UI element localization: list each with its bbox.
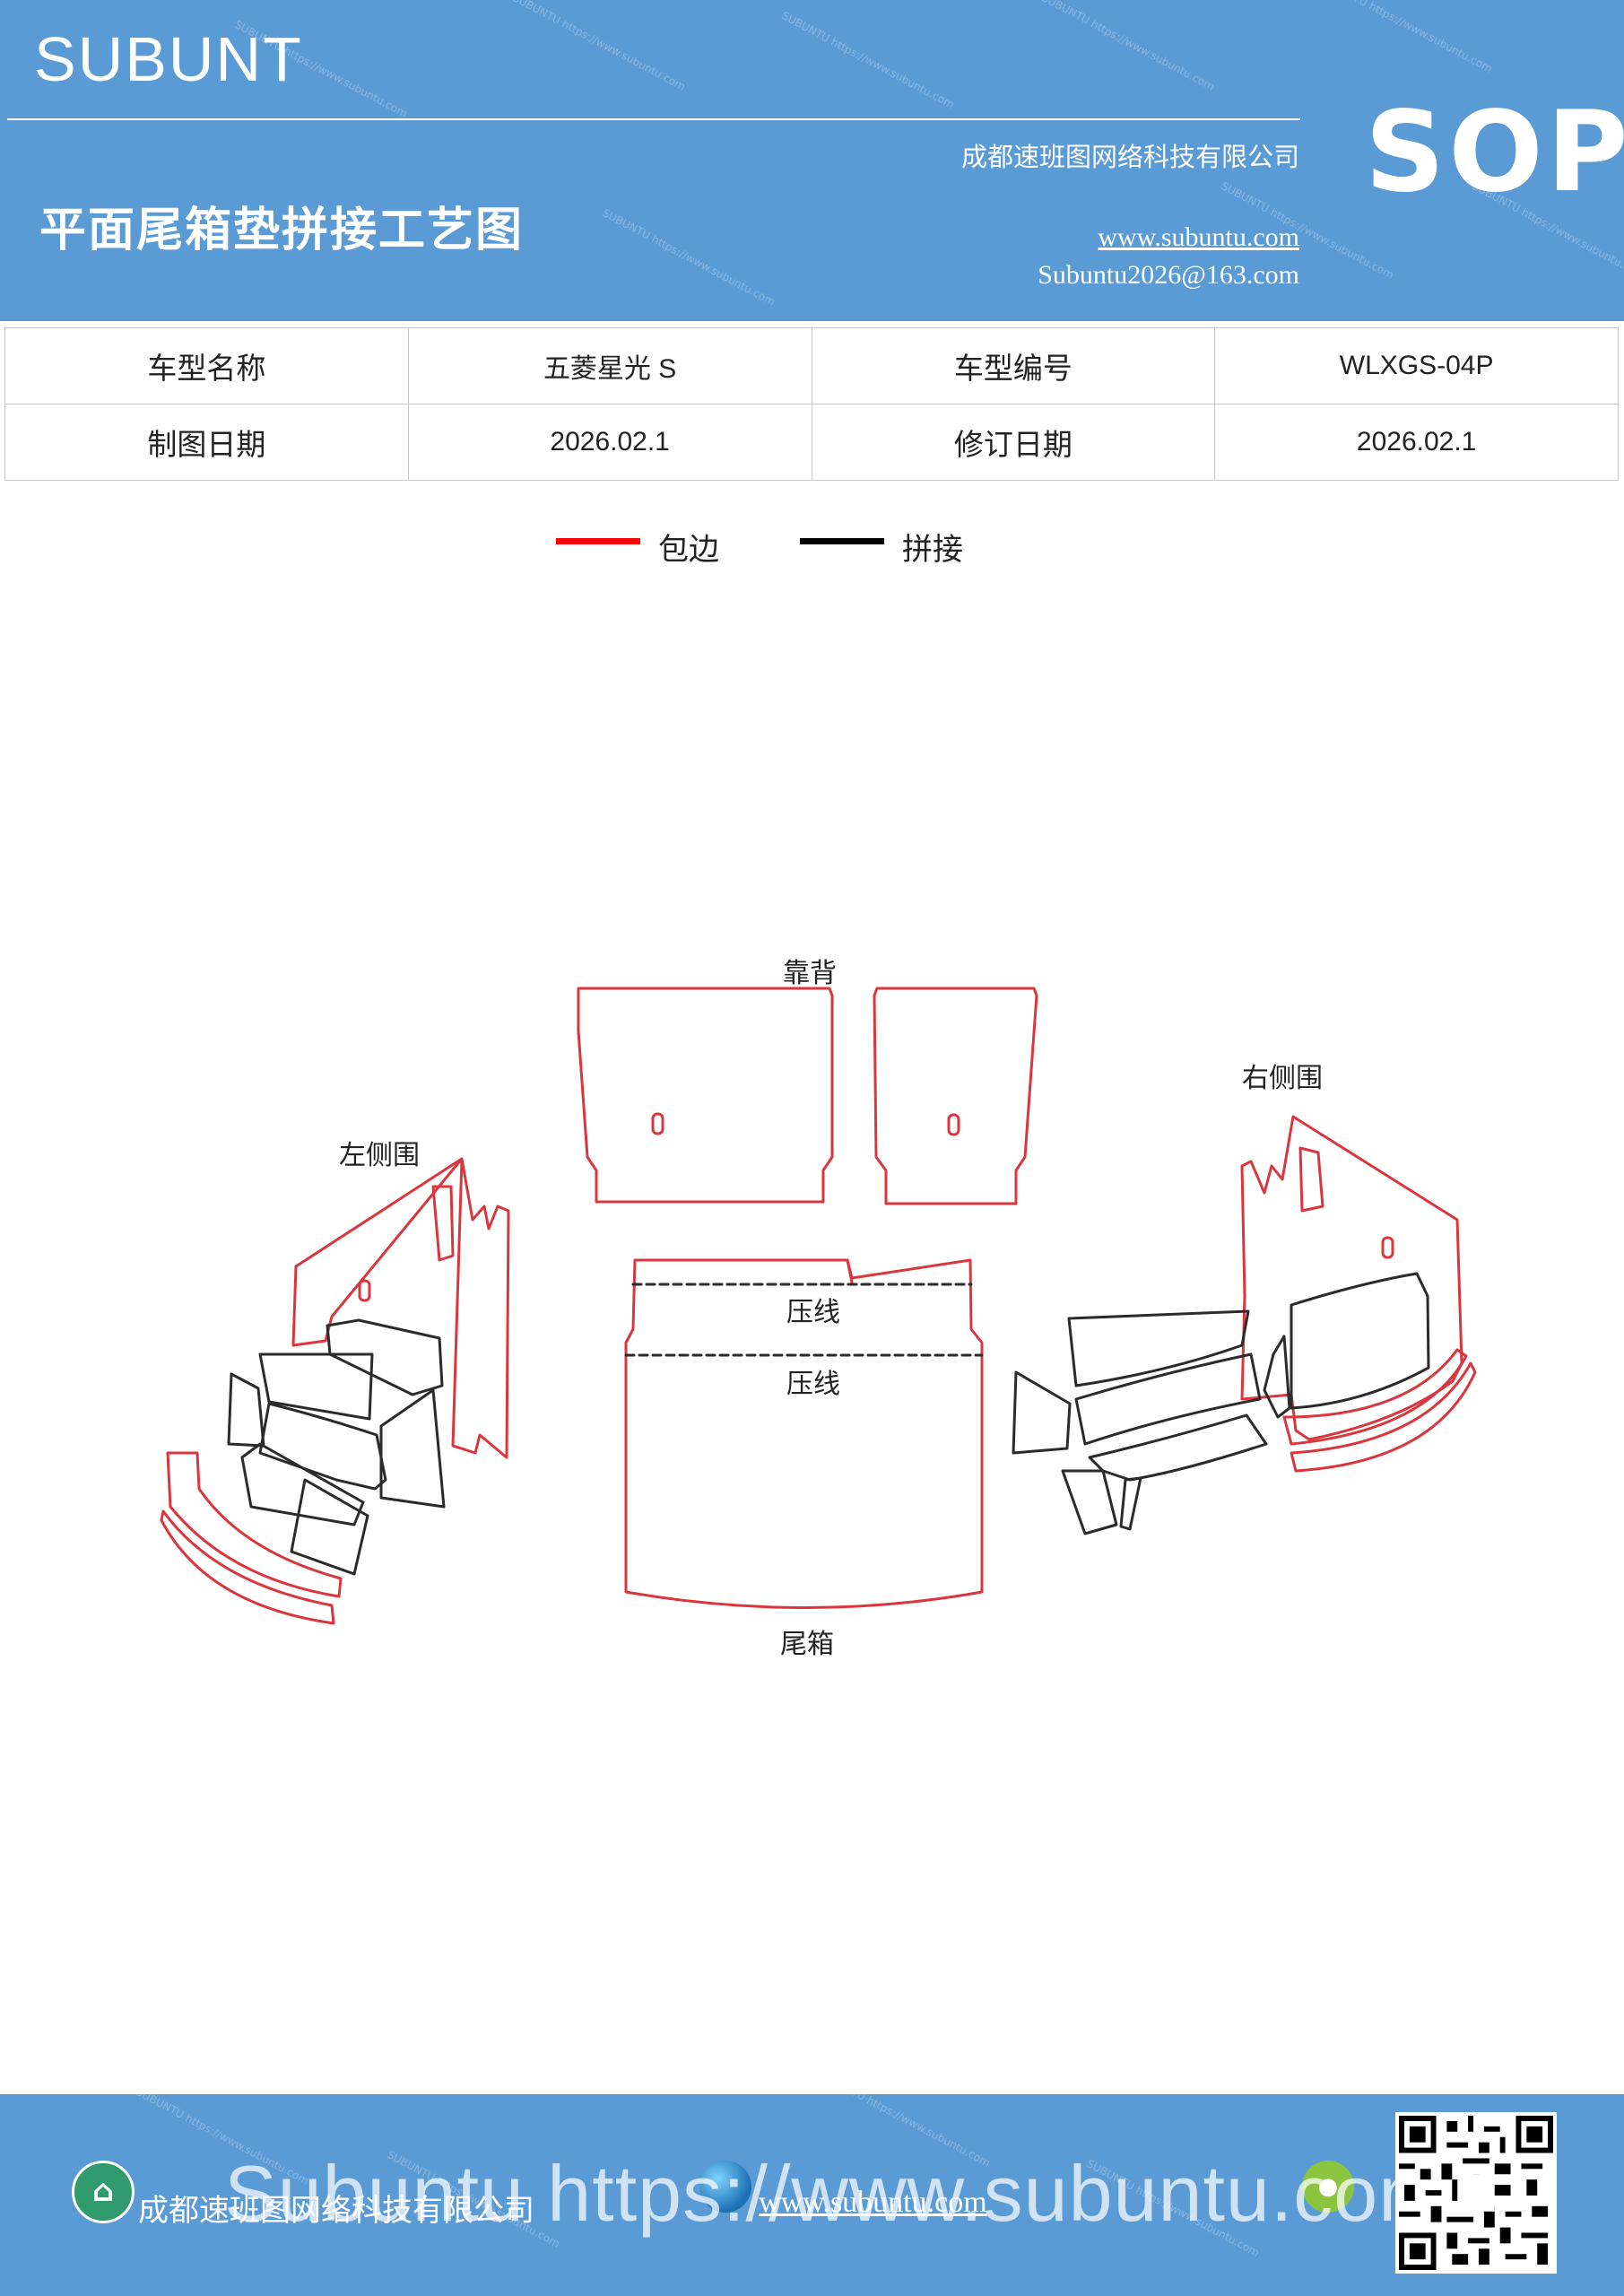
table-row: 车型名称 五菱星光 S 车型编号 WLXGS-04P [4,327,1619,404]
legend-label-edge: 包边 [658,532,719,568]
backrest-right-panel [873,987,1038,1205]
backrest-left-slot [651,1112,664,1135]
company-name: 成都速班图网络科技有限公司 [960,142,1299,172]
right-seam-piece-5 [1012,1370,1072,1455]
page-title: 平面尾箱垫拼接工艺图 [39,204,525,257]
model-code-value: WLXGS-04P [1214,327,1619,404]
right-seam-piece-2 [1067,1309,1250,1387]
globe-icon [699,2161,751,2213]
header-divider [7,118,1300,120]
left-seam-piece-1 [326,1318,444,1396]
footer-watermark-text: Subuntu https://www.subuntu.com [224,2149,1446,2238]
sop-badge: SOP [1365,88,1624,217]
website-link[interactable]: www.subuntu.com [1098,222,1299,252]
left-seam-piece-5 [227,1372,265,1448]
label-crease-upper: 压线 [786,1297,840,1328]
right-seam-piece-8 [1119,1476,1142,1531]
email-address: Subuntu2026@163.com [1038,260,1299,290]
right-side-slot [1381,1236,1394,1259]
trunk-center-seam [846,1258,854,1284]
drawing-date-label: 制图日期 [4,404,409,481]
left-side-main-panel [291,1157,510,1459]
right-seam-piece-6 [1088,1413,1268,1482]
trunk-floor-panel [624,1258,984,1609]
legend-swatch-edge [556,538,640,544]
backrest-right-slot [947,1113,960,1136]
right-curve-strip-1 [1282,1348,1468,1446]
left-side-slot [358,1279,371,1302]
qr-code-icon[interactable] [1395,2112,1557,2274]
legend: 包边 拼接 [0,525,1624,570]
left-seam-piece-3 [258,1402,387,1491]
vehicle-info-table: 车型名称 五菱星光 S 车型编号 WLXGS-04P 制图日期 2026.02.… [4,327,1619,481]
right-seam-piece-3 [1074,1352,1262,1446]
label-backrest: 靠背 [783,958,837,989]
footer-website-link[interactable]: www.subuntu.com [759,2186,987,2219]
right-curve-strip-2 [1290,1361,1477,1473]
building-icon: ⌂ [72,2161,135,2223]
brand-name: SUBUNT [34,24,303,94]
label-trunk: 尾箱 [780,1629,834,1660]
label-right-side: 右侧围 [1242,1063,1323,1094]
revision-date-value: 2026.02.1 [1214,404,1619,481]
left-seam-piece-6 [240,1442,365,1526]
left-curve-strip-1 [166,1451,343,1598]
backrest-left-panel [577,987,834,1204]
legend-label-seam: 拼接 [902,532,963,568]
revision-date-label: 修订日期 [811,404,1216,481]
left-curve-strip-2 [160,1509,335,1625]
left-seam-piece-2 [258,1352,374,1421]
right-side-main-panel [1240,1115,1463,1441]
left-seam-piece-4 [379,1388,446,1509]
right-side-notch [1298,1146,1324,1213]
left-seam-piece-7 [290,1478,369,1576]
footer-banner: SUBUNTU https://www.subuntu.com SUBUNTU … [0,2094,1624,2296]
right-seam-piece-4 [1263,1335,1291,1419]
model-name-label: 车型名称 [4,327,409,404]
label-crease-lower: 压线 [786,1369,840,1400]
legend-swatch-seam [800,538,884,544]
footer-company-name: 成都速班图网络科技有限公司 [138,2193,534,2229]
wechat-icon[interactable]: ● [1302,2161,1354,2213]
label-left-side: 左侧围 [339,1140,420,1171]
drawing-date-value: 2026.02.1 [407,404,812,481]
right-seam-piece-7 [1061,1469,1118,1535]
left-side-notch [431,1185,455,1262]
table-row: 制图日期 2026.02.1 修订日期 2026.02.1 [4,404,1619,481]
right-seam-piece-1 [1290,1272,1430,1410]
model-name-value: 五菱星光 S [407,327,812,404]
model-code-label: 车型编号 [811,327,1216,404]
header-banner: SUBUNTU https://www.subuntu.com SUBUNTU … [0,0,1624,321]
